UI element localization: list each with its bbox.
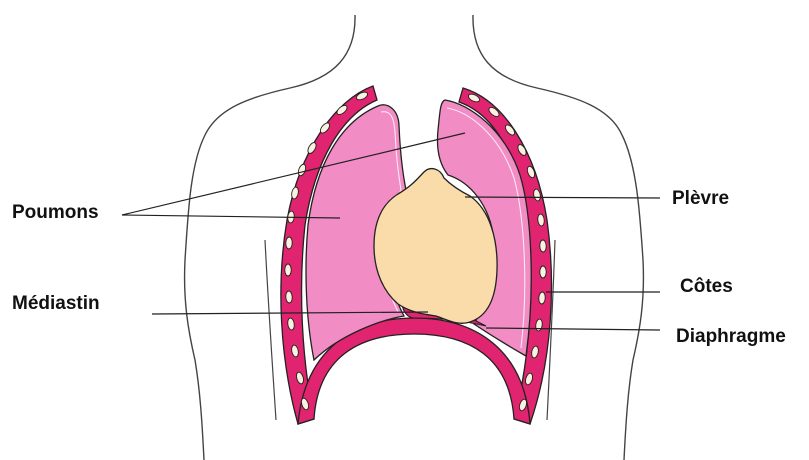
label-diaphragme: Diaphragme bbox=[676, 327, 786, 346]
arm-line-left bbox=[265, 240, 276, 420]
label-plevre: Plèvre bbox=[672, 189, 729, 208]
leader-poumons-left bbox=[122, 215, 340, 218]
label-cotes: Côtes bbox=[680, 277, 733, 296]
rib-left-9 bbox=[285, 264, 291, 276]
label-mediastin: Médiastin bbox=[12, 294, 100, 313]
rib-right-9 bbox=[540, 266, 546, 278]
rib-left-8 bbox=[286, 237, 293, 249]
rib-right-8 bbox=[540, 240, 547, 252]
label-poumons: Poumons bbox=[12, 203, 99, 222]
